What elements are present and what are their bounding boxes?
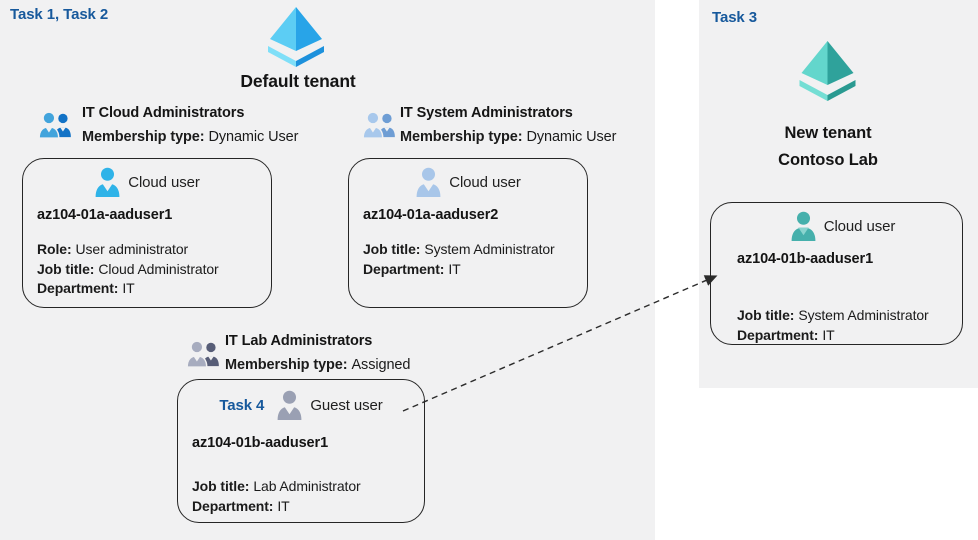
- group-name-system-admins: IT System Administrators: [400, 105, 573, 121]
- group-name-cloud-admins: IT Cloud Administrators: [82, 105, 245, 121]
- attr-role: Role:User administrator: [37, 241, 189, 257]
- group-membership-cloud-admins: Membership type:Dynamic User: [82, 129, 299, 145]
- username: az104-01a-aaduser1: [37, 207, 173, 223]
- attr-department: Department:IT: [737, 326, 835, 343]
- attr-job-title: Job title:System Administrator: [737, 307, 929, 323]
- attr-job-title: Job title:Cloud Administrator: [37, 260, 219, 277]
- group-icon-lab-admins: [186, 340, 219, 368]
- user-attributes: Job title:System Administrator Departmen…: [737, 306, 948, 345]
- attr-department: Department:IT: [37, 280, 135, 296]
- new-tenant-icon: [799, 41, 856, 101]
- default-tenant-title: Default tenant: [240, 71, 356, 91]
- new-tenant-title: New tenant Contoso Lab: [733, 120, 923, 174]
- guest-user-card-aaduser1b: Task 4 Guest user az104-01b-aaduser1 Job…: [177, 379, 425, 523]
- attr-job-title: Job title:System Administrator: [363, 241, 555, 257]
- task-3-label: Task 3: [712, 9, 757, 26]
- user-type-label: Guest user: [310, 396, 383, 414]
- group-icon-cloud-admins: [38, 111, 71, 139]
- cloud-user-icon: [416, 167, 441, 197]
- username: az104-01a-aaduser2: [363, 207, 499, 223]
- card-header: Task 4 Guest user: [192, 389, 410, 421]
- guest-user-icon: [277, 390, 302, 420]
- new-tenant-title-line2: Contoso Lab: [778, 151, 878, 169]
- card-header: Cloud user: [363, 166, 573, 198]
- default-tenant-panel: [0, 0, 655, 540]
- task-1-2-label: Task 1, Task 2: [10, 6, 109, 23]
- user-card-aaduser1: Cloud user az104-01a-aaduser1 Role:User …: [22, 158, 272, 308]
- user-attributes: Role:User administrator Job title:Cloud …: [37, 240, 257, 299]
- cloud-user-icon: [95, 167, 120, 197]
- new-tenant-title-line1: New tenant: [784, 124, 872, 142]
- user-card-aaduser2: Cloud user az104-01a-aaduser2 Job title:…: [348, 158, 588, 308]
- group-name-lab-admins: IT Lab Administrators: [225, 333, 373, 349]
- task-4-label: Task 4: [219, 396, 265, 414]
- group-membership-system-admins: Membership type:Dynamic User: [400, 129, 617, 145]
- user-type-label: Cloud user: [128, 173, 200, 191]
- attr-job-title: Job title:Lab Administrator: [192, 478, 361, 494]
- group-icon-system-admins: [362, 111, 395, 139]
- attr-department: Department:IT: [363, 260, 461, 277]
- card-header: Cloud user: [37, 166, 257, 198]
- user-attributes: Job title:System Administrator Departmen…: [363, 240, 573, 279]
- new-tenant-user-card: Cloud user az104-01b-aaduser1 Job title:…: [710, 202, 963, 345]
- card-header: Cloud user: [737, 210, 948, 242]
- cloud-user-icon: [791, 211, 816, 241]
- user-attributes: Job title:Lab Administrator Department:I…: [192, 477, 410, 516]
- user-type-label: Cloud user: [823, 217, 896, 235]
- username: az104-01b-aaduser1: [192, 435, 329, 451]
- username: az104-01b-aaduser1: [737, 251, 874, 267]
- group-membership-lab-admins: Membership type:Assigned: [225, 357, 411, 373]
- attr-department: Department:IT: [192, 497, 290, 514]
- user-type-label: Cloud user: [449, 173, 521, 191]
- azure-ad-tenant-icon: [268, 7, 324, 67]
